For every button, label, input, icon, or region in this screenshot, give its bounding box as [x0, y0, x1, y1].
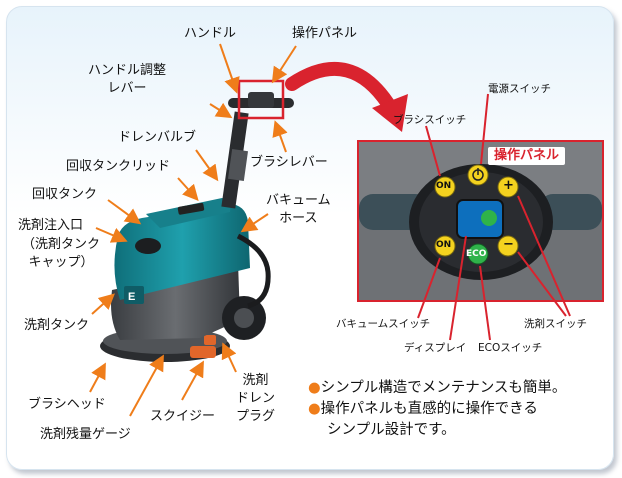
- label-detergent-switch: 洗剤スイッチ: [524, 318, 587, 330]
- label-handle-adjust-lever: ハンドル調整 レバー: [88, 63, 167, 96]
- label-drain-valve: ドレンバルブ: [118, 130, 197, 145]
- arrow-brush-lever: [272, 120, 288, 153]
- panel-title: 操作パネル: [488, 147, 566, 165]
- feature-notes: ●シンプル構造でメンテナンスも簡単。 ●操作パネルも直感的に操作できる シンプル…: [308, 378, 566, 441]
- arrow-detergent-switch-1: [517, 195, 571, 317]
- label-handle: ハンドル: [184, 26, 237, 41]
- plus-button-label: +: [503, 178, 514, 193]
- arrow-inlet: [95, 227, 128, 243]
- label-brush-lever: ブラシレバー: [250, 155, 328, 170]
- arrow-handle: [219, 43, 240, 94]
- note-bullet-2: ●: [308, 401, 321, 417]
- arrow-control-panel: [271, 45, 297, 84]
- arrow-detergent-tank: [91, 293, 115, 315]
- label-detergent-inlet: 洗剤注入口: [18, 218, 84, 233]
- note-line-2: ●操作パネルも直感的に操作できる: [308, 399, 566, 420]
- label-vacuum-hose: バキューム ホース: [266, 193, 331, 226]
- arrow-squeegee: [181, 360, 204, 401]
- note-bullet-1: ●: [308, 380, 321, 396]
- arrow-vacuum-switch: [417, 257, 441, 319]
- arrow-lid: [177, 177, 199, 201]
- svg-text:E: E: [128, 291, 135, 303]
- label-recovery-tank: 回収タンク: [32, 187, 98, 202]
- panel-zoom-arrow: [285, 62, 399, 117]
- minus-button-label: −: [503, 237, 514, 252]
- arrow-brush-switch: [425, 125, 441, 177]
- eco-button: [467, 243, 489, 265]
- arrow-eco-switch: [479, 265, 491, 341]
- arrow-drain-plug: [221, 342, 237, 373]
- label-control-panel: 操作パネル: [292, 26, 358, 41]
- label-detergent-drain-plug: 洗剤 ドレン プラグ: [236, 373, 276, 424]
- label-recovery-tank-lid: 回収タンクリッド: [66, 159, 171, 174]
- note-line-1: ●シンプル構造でメンテナンスも簡単。: [308, 378, 566, 399]
- on-button-bottom-label: ON: [436, 240, 452, 250]
- label-squeegee: スクイジー: [150, 409, 216, 424]
- minus-button: [497, 235, 519, 257]
- eco-button-label: ECO: [466, 249, 487, 259]
- note-text-1: シンプル構造でメンテナンスも簡単。: [320, 380, 567, 396]
- squeegee-shape: [190, 346, 216, 358]
- on-button-top-label: ON: [436, 181, 452, 191]
- arrow-detergent-switch-2: [517, 251, 567, 317]
- on-button-bottom: [434, 235, 456, 257]
- label-brush-head: ブラシヘッド: [28, 397, 106, 412]
- note-line-3: シンプル設計です。: [327, 422, 456, 438]
- detergent-tank-shape: [114, 204, 250, 300]
- label-detergent-tank-cap: （洗剤タンク キャップ）: [22, 237, 101, 270]
- label-power-switch: 電源スイッチ: [488, 83, 551, 95]
- tank-cap-shape: [135, 238, 161, 254]
- label-vacuum-switch: バキュームスイッチ: [336, 318, 431, 330]
- arrow-level-gauge: [129, 354, 164, 417]
- arrow-power-switch: [480, 93, 489, 165]
- vacuum-hose-shape: [236, 233, 271, 309]
- arrow-recovery-tank: [107, 199, 142, 225]
- arrow-display: [449, 235, 467, 341]
- label-display: ディスプレイ: [404, 342, 467, 354]
- display-screen: [456, 199, 504, 239]
- arrow-hose: [240, 213, 269, 233]
- on-button-top: [434, 176, 456, 198]
- panel-highlight-box: [237, 79, 285, 120]
- arrow-drain-valve: [195, 149, 219, 182]
- label-detergent-level-gauge: 洗剤残量ゲージ: [40, 427, 131, 442]
- label-detergent-tank: 洗剤タンク: [24, 318, 90, 333]
- arrow-brush-head: [89, 362, 106, 393]
- arrow-handle-adjust: [209, 102, 233, 119]
- label-eco-switch: ECOスイッチ: [478, 342, 543, 354]
- plus-button: [497, 176, 519, 198]
- note-text-2: 操作パネルも直感的に操作できる: [320, 401, 538, 417]
- label-brush-switch: ブラシスイッチ: [393, 114, 467, 126]
- machine-lower-body: [111, 262, 240, 340]
